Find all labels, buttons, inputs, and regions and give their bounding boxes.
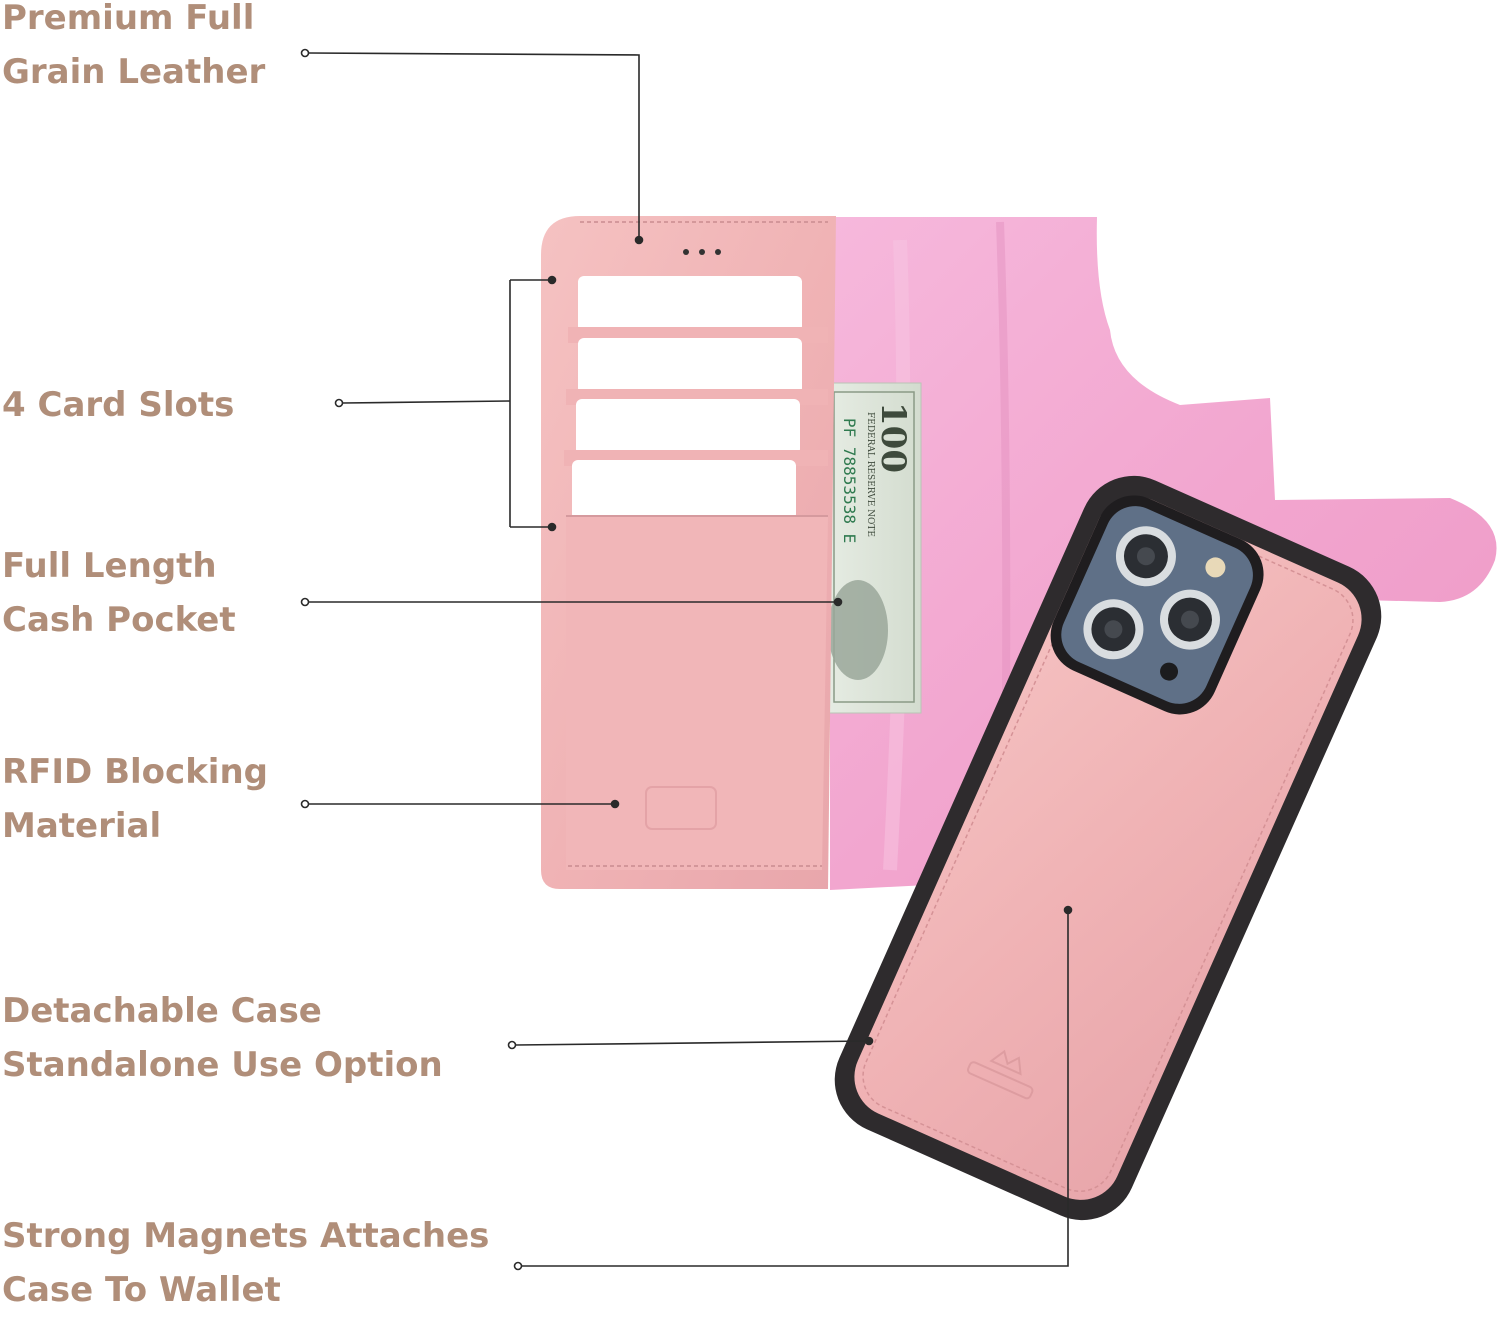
feature-label-rfid-blocking: RFID Blocking Material: [2, 745, 268, 853]
wallet-dot: [699, 249, 705, 255]
callout-rfid: [300, 799, 620, 809]
portrait-icon: [828, 580, 888, 680]
callout-premium-leather: [300, 48, 644, 245]
camera-lens-icon: [1159, 589, 1220, 650]
camera-lens-icon: [1115, 526, 1176, 587]
banknote: 100 FEDERAL RESERVE NOTE PF 78853538 E: [825, 382, 922, 714]
feature-label-line: Standalone Use Option: [2, 1045, 443, 1085]
callout-lines: [300, 48, 1073, 1271]
feature-label-line: Full Length: [2, 546, 217, 586]
wallet-card-panel: [541, 216, 836, 889]
feature-label-line: 4 Card Slots: [2, 385, 235, 425]
wallet-dot: [715, 249, 721, 255]
feature-label-line: Detachable Case: [2, 991, 322, 1031]
feature-label-line: Case To Wallet: [2, 1270, 281, 1310]
flash-icon: [1205, 557, 1226, 578]
banknote-denomination: 100: [873, 402, 913, 473]
feature-label-strong-magnets: Strong Magnets Attaches Case To Wallet: [2, 1209, 489, 1317]
brand-emboss-icon: [645, 786, 717, 830]
callout-strong-magnets: [513, 905, 1073, 1271]
banknote-serial: PF 78853538 E: [840, 418, 859, 543]
card-slot: [572, 460, 796, 520]
feature-label-line: Grain Leather: [2, 52, 266, 92]
lidar-icon: [1160, 662, 1179, 681]
card-slot: [568, 276, 828, 343]
camera-lens-icon: [1083, 599, 1144, 660]
banknote-issuer: FEDERAL RESERVE NOTE: [865, 412, 875, 537]
brand-crown-icon: [967, 1049, 1034, 1100]
callout-card-slots: [334, 275, 557, 532]
card-slot: [564, 399, 828, 466]
feature-label-line: Cash Pocket: [2, 600, 236, 640]
feature-label-line: Material: [2, 806, 162, 846]
callout-detachable-case: [507, 1036, 874, 1050]
feature-label-line: RFID Blocking: [2, 752, 269, 792]
feature-label-line: Premium Full: [2, 0, 255, 38]
feature-label-detachable-case: Detachable Case Standalone Use Option: [2, 984, 443, 1092]
feature-label-card-slots: 4 Card Slots: [2, 378, 234, 432]
feature-label-cash-pocket: Full Length Cash Pocket: [2, 539, 236, 647]
card-slot: [566, 338, 828, 405]
callout-cash-pocket: [300, 597, 843, 607]
feature-label-line: Strong Magnets Attaches: [2, 1216, 490, 1256]
wallet-dot: [683, 249, 689, 255]
feature-label-premium-leather: Premium Full Grain Leather: [2, 0, 265, 99]
detachable-phone-case: [834, 475, 1382, 1221]
cash-pocket-front: [566, 516, 828, 870]
